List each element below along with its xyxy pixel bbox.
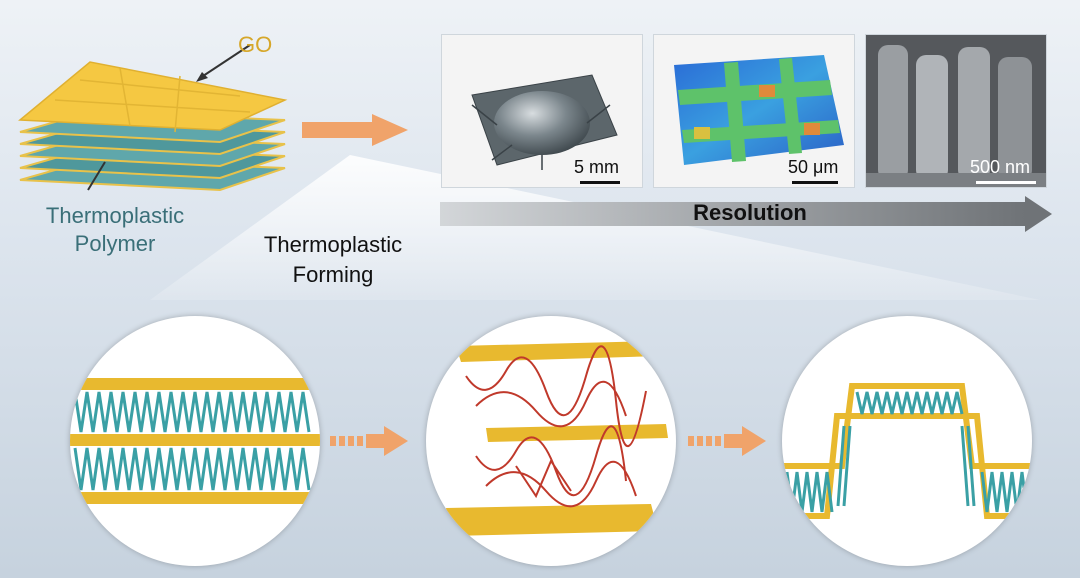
process-arrow-2 <box>688 426 766 456</box>
circle-melt-state <box>426 316 676 566</box>
go-top-sheet <box>18 61 288 131</box>
melt-state-illustration <box>446 341 668 536</box>
layered-stack-illustration <box>18 44 288 192</box>
scale-bar-5mm <box>580 181 620 184</box>
thermoplastic-polymer-label: Thermoplastic Polymer <box>30 202 200 258</box>
forming-line1: Thermoplastic <box>263 232 403 257</box>
dome-image <box>471 74 618 170</box>
scale-label-50um: 50 μm <box>788 157 839 177</box>
process-arrow-top <box>302 114 408 146</box>
forming-line2: Forming <box>292 262 374 287</box>
photo-panel-dome: 5 mm <box>441 34 643 188</box>
resolution-arrow-shape <box>440 196 1052 232</box>
scale-bar-50um <box>792 181 838 184</box>
formed-structure-illustration <box>782 383 1032 519</box>
circle-layered-structure <box>70 316 320 566</box>
scale-label-5mm: 5 mm <box>574 157 619 177</box>
thermoplastic-polymer-line1: Thermoplastic <box>45 203 185 228</box>
resolution-label: Resolution <box>693 200 807 225</box>
thermoplastic-polymer-line2: Polymer <box>74 231 156 256</box>
scale-bar-500nm <box>976 181 1036 184</box>
layered-structure-illustration <box>70 378 320 504</box>
resolution-arrow: Resolution <box>440 196 1052 232</box>
circle-formed-structure <box>782 316 1032 566</box>
topography-image <box>674 55 844 165</box>
photo-panel-topography: 50 μm <box>653 34 855 188</box>
process-arrow-1 <box>330 426 408 456</box>
go-label: GO <box>238 32 273 57</box>
thermoplastic-forming-label: Thermoplastic Forming <box>248 230 418 290</box>
scale-label-500nm: 500 nm <box>970 157 1031 177</box>
sem-image <box>866 35 1046 187</box>
photo-panel-sem: 500 nm <box>865 34 1047 188</box>
